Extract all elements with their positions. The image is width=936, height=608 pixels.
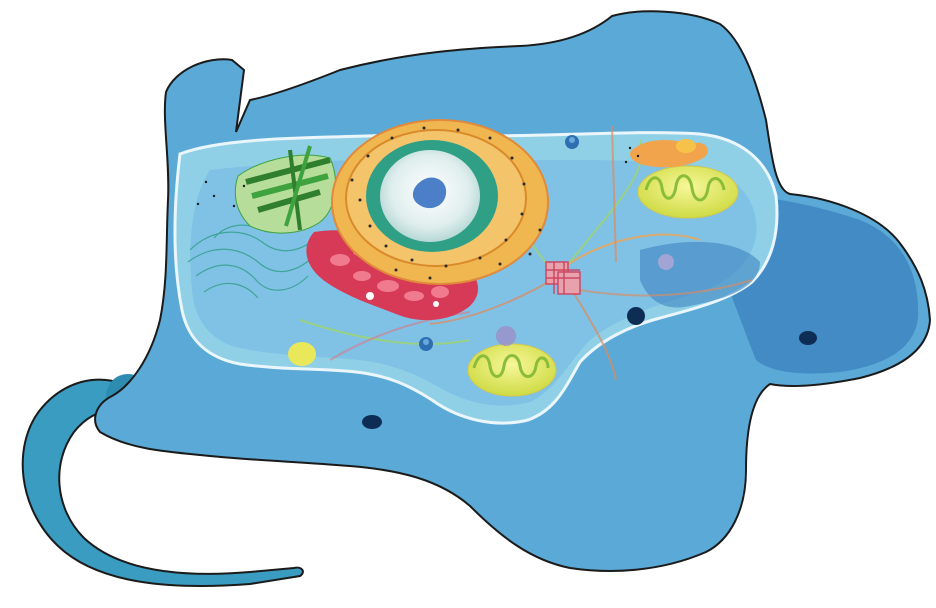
lipid-droplet [288, 342, 316, 366]
nucleus [332, 120, 548, 284]
vacuole-bottom [362, 415, 382, 429]
vacuole-right [799, 331, 817, 345]
mitochondrion-bottom [468, 344, 556, 396]
mitochondrion-top [638, 166, 738, 218]
